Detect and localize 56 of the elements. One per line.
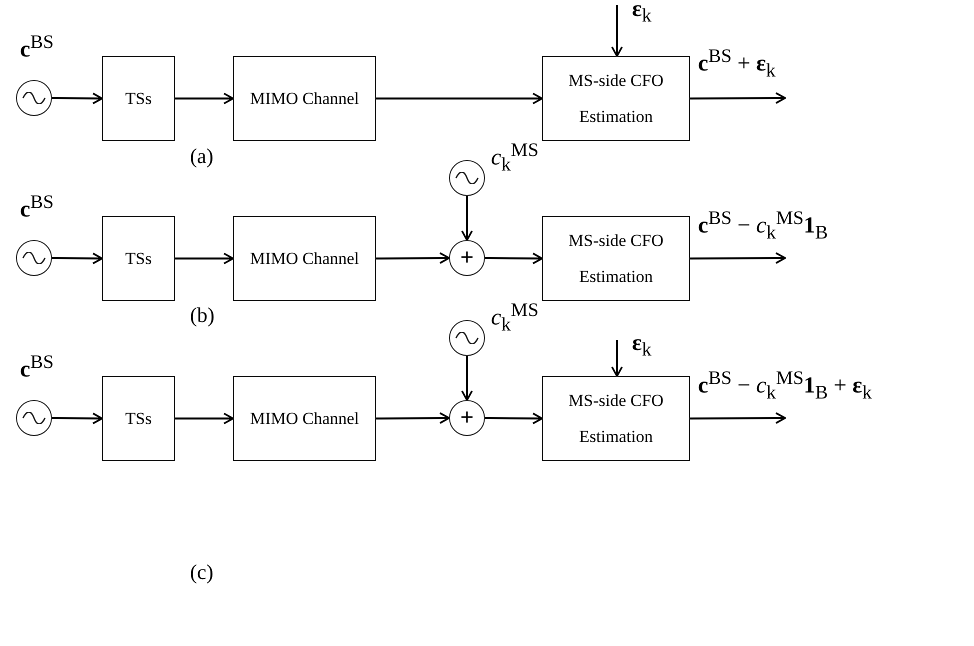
subfigure-caption: (b) (190, 303, 214, 328)
arrow (175, 92, 234, 104)
arrow (484, 412, 543, 424)
process-box (542, 376, 690, 461)
arrow (484, 252, 543, 264)
block-label: MIMO Channel (248, 88, 360, 110)
process-box (233, 216, 376, 301)
arrow (52, 412, 103, 424)
edge-label: ε$_{k}$ (632, 330, 652, 361)
block-label: MS-side CFO Estimation (568, 230, 664, 288)
arrow (690, 252, 786, 264)
process-box (542, 216, 690, 301)
arrow (376, 412, 450, 424)
arrow (175, 252, 234, 264)
arrow (376, 92, 543, 104)
process-box (102, 216, 175, 301)
adder-circle (449, 400, 485, 436)
process-box (102, 376, 175, 461)
oscillator-circle (16, 400, 52, 436)
process-box (102, 56, 175, 141)
arrow (690, 412, 786, 424)
arrow (175, 412, 234, 424)
process-box (233, 376, 376, 461)
subfigure-caption: (c) (190, 560, 214, 585)
edge-label: c$^{BS}$ − c$_{k}$$^{MS}$1$_{B}$ + ε$_{k}$ (698, 368, 872, 404)
block-label: TSs (124, 88, 153, 110)
adder-circle (449, 240, 485, 276)
edge-label: c$^{BS}$ + ε$_{k}$ (698, 46, 776, 82)
arrow (52, 252, 103, 264)
oscillator-circle (16, 240, 52, 276)
edge-label: c$^{BS}$ − c$_{k}$$^{MS}$1$_{B}$ (698, 208, 828, 244)
block-label: MS-side CFO Estimation (568, 70, 664, 128)
block-label: MIMO Channel (248, 248, 360, 270)
process-box (542, 56, 690, 141)
block-label: MS-side CFO Estimation (568, 390, 664, 448)
arrow (461, 356, 473, 401)
arrow (690, 92, 786, 104)
edge-label: ε$_{k}$ (632, 0, 652, 27)
signal-label: c$^{BS}$ (20, 192, 54, 222)
oscillator-circle (16, 80, 52, 116)
subfigure-caption: (a) (190, 144, 214, 169)
plus-sign: + (459, 246, 475, 270)
arrow (376, 252, 450, 264)
block-label: MIMO Channel (248, 408, 360, 430)
arrow (611, 340, 623, 377)
arrow (461, 196, 473, 241)
oscillator-circle (449, 160, 485, 196)
signal-label: c$^{BS}$ (20, 352, 54, 382)
arrow (611, 5, 623, 57)
signal-label: c$^{BS}$ (20, 32, 54, 62)
arrow (52, 92, 103, 104)
block-label: TSs (124, 248, 153, 270)
oscillator-circle (449, 320, 485, 356)
plus-sign: + (459, 406, 475, 430)
block-label: TSs (124, 408, 153, 430)
process-box (233, 56, 376, 141)
